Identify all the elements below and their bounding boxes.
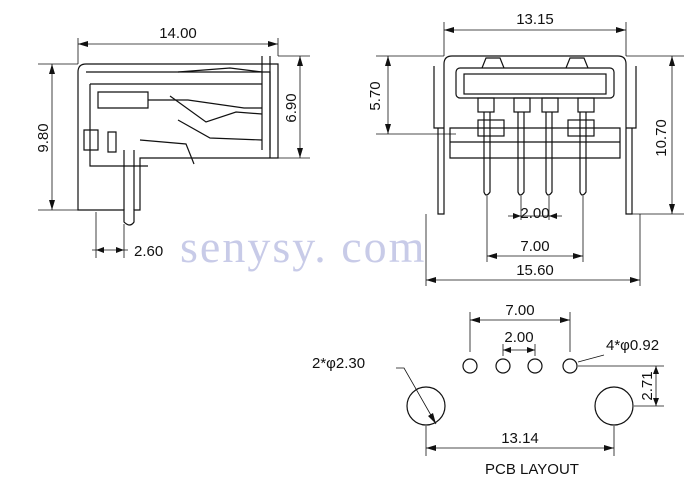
side-height-label: 9.80 bbox=[35, 123, 52, 152]
large-hole-note: 2*φ2.30 bbox=[312, 355, 365, 372]
pin-hole bbox=[495, 358, 511, 374]
front-top-width-label: 13.15 bbox=[516, 11, 554, 28]
watermark: senysy. com bbox=[180, 221, 426, 272]
side-width-label: 14.00 bbox=[159, 25, 197, 42]
side-inner-height-label: 6.90 bbox=[283, 93, 300, 122]
mount-hole bbox=[594, 386, 634, 426]
pin-hole bbox=[462, 358, 478, 374]
pcb-large-hole-span-label: 13.14 bbox=[501, 430, 539, 447]
pcb-pin-span-label: 7.00 bbox=[505, 302, 534, 319]
pin-hole bbox=[562, 358, 578, 374]
front-view: 13.15 5.70 10.70 2.00 7.00 bbox=[367, 11, 684, 286]
side-view-body bbox=[77, 63, 279, 226]
front-total-height-label: 10.70 bbox=[653, 119, 670, 157]
mount-hole bbox=[406, 386, 446, 426]
pcb-layout-title: PCB LAYOUT bbox=[485, 461, 579, 478]
front-top-height-label: 5.70 bbox=[367, 81, 384, 110]
pin-hole bbox=[527, 358, 543, 374]
pcb-layout: 7.00 2.00 4*φ0.92 2*φ2.30 2.71 13.14 PCB… bbox=[312, 302, 664, 478]
front-pin-pitch-label: 2.00 bbox=[520, 205, 549, 222]
front-overall-width-label: 15.60 bbox=[516, 262, 554, 279]
front-view-shell bbox=[443, 55, 627, 158]
pcb-pin-pitch-label: 2.00 bbox=[504, 329, 533, 346]
pcb-row-offset-label: 2.71 bbox=[639, 371, 656, 400]
front-pin-span-label: 7.00 bbox=[520, 238, 549, 255]
side-pin-offset-label: 2.60 bbox=[134, 243, 163, 260]
side-view: 14.00 9.80 6.90 2.60 bbox=[35, 25, 310, 260]
small-hole-note: 4*φ0.92 bbox=[606, 337, 659, 354]
